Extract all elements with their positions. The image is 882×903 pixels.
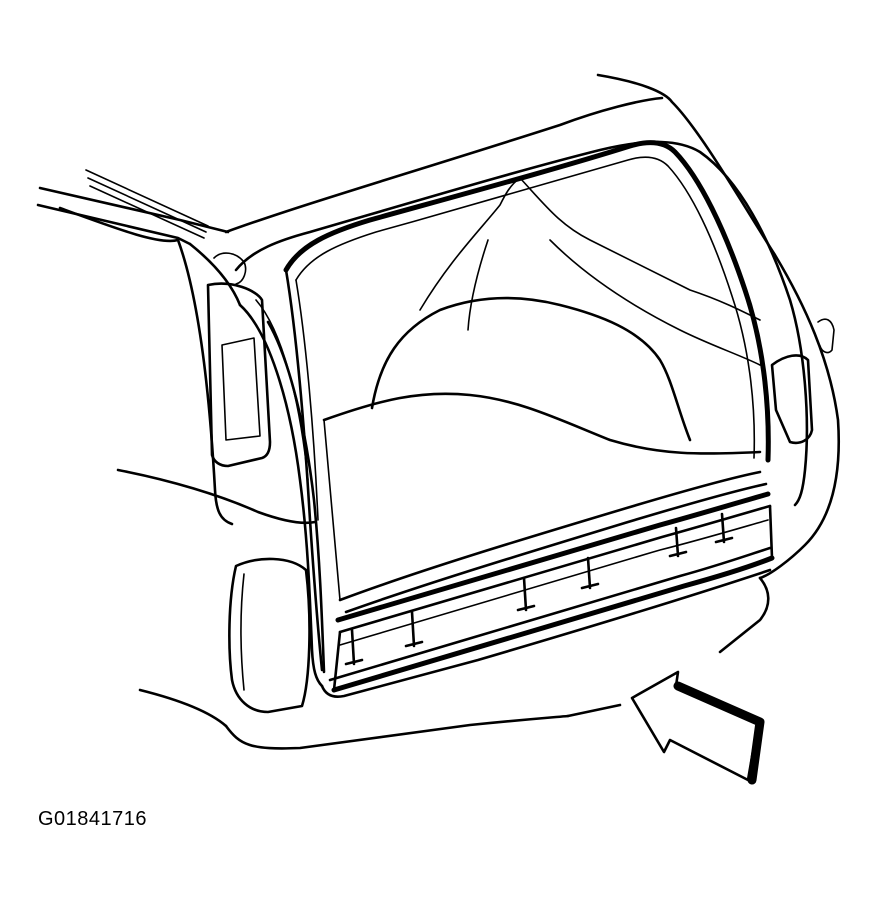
cargo-floor <box>338 470 768 614</box>
direction-arrow-icon <box>630 670 765 785</box>
left-tail-lamp <box>228 557 311 714</box>
vehicle-body <box>58 73 840 750</box>
sill-fasteners <box>344 512 734 666</box>
fastener <box>668 526 688 558</box>
fastener <box>580 556 600 590</box>
cargo-interior <box>322 177 762 601</box>
left-pillar-lamp <box>206 252 272 468</box>
weatherstrip <box>283 140 771 672</box>
fastener <box>516 576 536 612</box>
fastener <box>714 512 734 544</box>
sill-plate <box>320 491 775 698</box>
figure-code: G01841716 <box>38 808 148 830</box>
fastener <box>344 628 364 666</box>
right-pillar-lamp <box>770 318 835 445</box>
fastener <box>404 610 424 648</box>
